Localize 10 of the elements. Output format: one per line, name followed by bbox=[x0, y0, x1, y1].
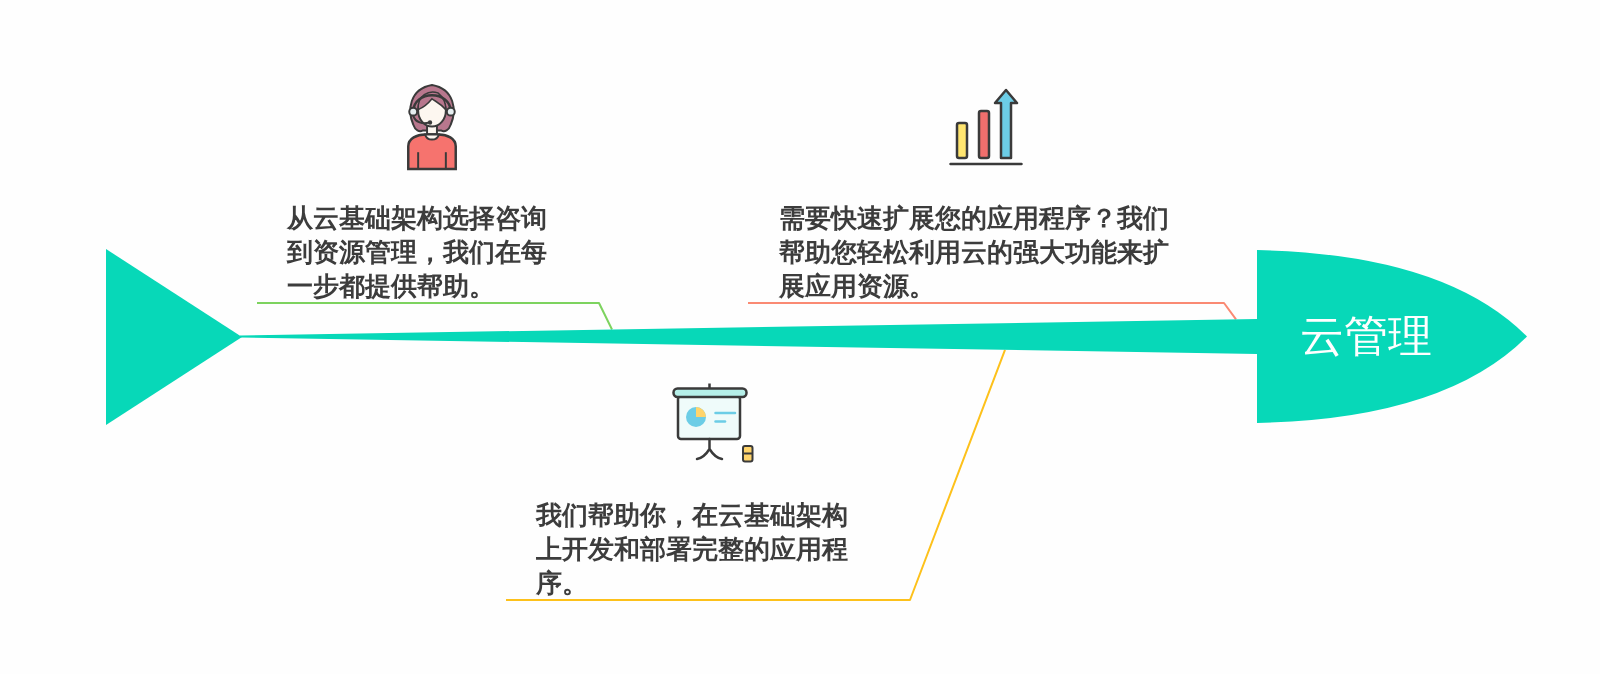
fishbone-branch-line bbox=[256, 302, 613, 331]
fishbone-branch-line bbox=[747, 302, 1237, 321]
fish-tail-triangle bbox=[106, 249, 242, 425]
description-text: 需要快速扩展您的应用程序？我们帮助您轻松利用云的强大功能来扩展应用资源。 bbox=[748, 201, 1224, 303]
fishbone-branch-line bbox=[505, 348, 1006, 601]
description-text: 从云基础架构选择咨询到资源管理，我们在每一步都提供帮助。 bbox=[257, 201, 599, 303]
description-text: 我们帮助你，在云基础架构上开发和部署完整的应用程序。 bbox=[506, 498, 910, 600]
fish-spine bbox=[240, 319, 1257, 354]
fish-head bbox=[1257, 250, 1527, 423]
head-label: 云管理 bbox=[1300, 312, 1432, 361]
